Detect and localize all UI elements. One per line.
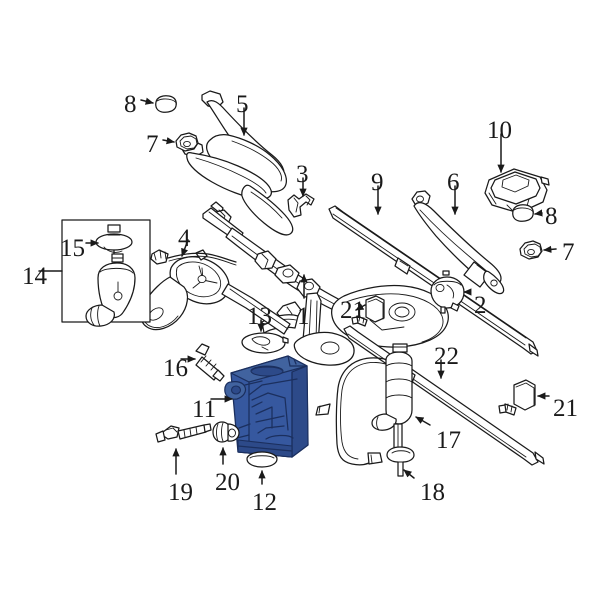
part-10-washer-nozzle-cover <box>484 168 550 214</box>
part-21-hose-clip-upper <box>351 295 385 327</box>
part-17-washer-fluid-pump <box>371 343 413 449</box>
callout-21-hose-clip-upper: 21 <box>340 297 365 324</box>
callout-21-hose-clip-lower: 21 <box>553 395 578 422</box>
part-7-nut-left <box>175 132 199 152</box>
callout-4-wiper-motor-harness: 4 <box>178 225 191 252</box>
leader-21-upper <box>355 303 366 311</box>
leader-4 <box>181 239 189 257</box>
callout-19-mounting-bolt: 19 <box>168 479 193 506</box>
callout-12-drain-plug-seal: 12 <box>252 489 277 516</box>
part-1-wiper-linkage-transmission <box>140 201 453 366</box>
callout-8-cap-nut-right: 8 <box>545 203 558 230</box>
leader-8-left <box>140 97 154 105</box>
part-5-wiper-arm-driver <box>181 90 294 236</box>
callout-8-cap-nut-left: 8 <box>124 91 137 118</box>
part-12-drain-plug-seal <box>246 451 278 468</box>
part-4-wiper-motor-harness <box>150 249 237 266</box>
callout-leader-lines <box>38 97 557 485</box>
leader-7-right <box>543 245 557 254</box>
part-19-mounting-bolt <box>155 423 212 443</box>
part-13-reservoir-cap <box>241 332 289 354</box>
callout-6-wiper-arm-passenger: 6 <box>447 169 460 196</box>
part-21-hose-clip-lower <box>498 379 536 416</box>
callout-20-grommet: 20 <box>215 469 240 496</box>
leader-7-left <box>162 137 175 145</box>
callout-11-washer-fluid-reservoir: 11 <box>192 396 217 423</box>
part-18-pump-grommet <box>386 446 415 477</box>
leader-17 <box>415 416 431 426</box>
part-8-cap-nut-left <box>155 95 177 113</box>
callout-14-washer-reservoir-kit: 14 <box>22 263 47 290</box>
callout-7-nut-right: 7 <box>562 239 575 266</box>
callout-10-washer-nozzle-cover: 10 <box>487 117 512 144</box>
callout-3-bracket: 3 <box>296 161 309 188</box>
callout-13-reservoir-cap: 13 <box>247 303 272 330</box>
part-8-cap-nut-right <box>512 204 534 222</box>
part-6-wiper-arm-passenger <box>411 190 505 295</box>
callout-22-washer-hose: 22 <box>434 343 459 370</box>
part-3-bracket <box>287 193 315 218</box>
part-9-wiper-blade-driver <box>328 205 539 357</box>
callout-1-wiper-linkage: 1 <box>297 303 310 330</box>
callout-17-washer-fluid-pump: 17 <box>436 427 461 454</box>
callout-7-nut-left: 7 <box>146 131 159 158</box>
callout-5-wiper-arm-driver: 5 <box>236 91 249 118</box>
part-11-washer-fluid-reservoir <box>224 355 309 458</box>
part-7-nut-right <box>519 240 543 260</box>
part-16-grommet-bolt <box>195 343 225 382</box>
callout-2-washer-pump: 2 <box>474 292 487 319</box>
part-20-grommet <box>212 421 240 443</box>
leader-8-right <box>534 209 543 217</box>
callout-18-pump-grommet: 18 <box>420 479 445 506</box>
callout-15-washer-pump-filter: 15 <box>60 235 85 262</box>
callout-9-wiper-blade-driver: 9 <box>371 169 384 196</box>
leader-18 <box>403 469 415 479</box>
callout-16-grommet-bolt: 16 <box>163 355 188 382</box>
